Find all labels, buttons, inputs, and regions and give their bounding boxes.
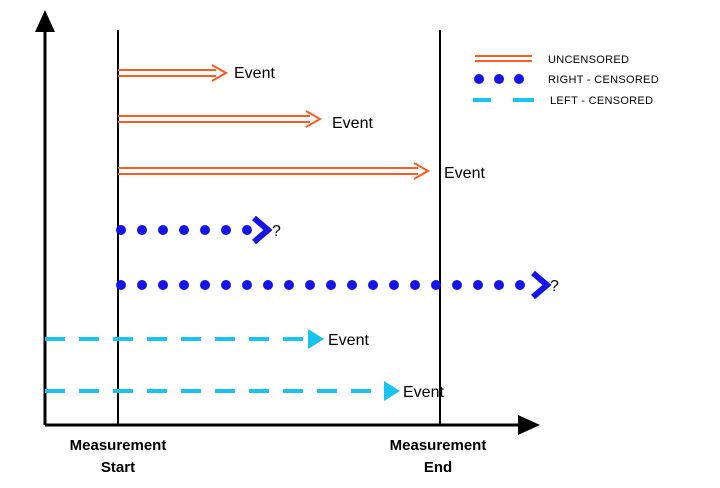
event-label: Event [403, 384, 444, 401]
right-censored-dot [158, 280, 168, 290]
event-label: Event [444, 165, 485, 182]
record-uncensored-3: Event [118, 162, 485, 182]
right-censored-dot [221, 225, 231, 235]
right-censored-dot [137, 225, 147, 235]
legend-uncensored-label: UNCENSORED [548, 54, 629, 66]
unknown-outcome-label: ? [550, 278, 559, 295]
open-arrowhead-icon [413, 162, 431, 180]
right-censored-dot [431, 280, 441, 290]
record-right-censored-2: ? [116, 270, 559, 300]
record-uncensored-2: Event [118, 110, 373, 132]
right-censored-dot [515, 280, 525, 290]
right-censored-dot [494, 280, 504, 290]
triangle-arrowhead-icon [384, 381, 400, 401]
measurement-start-label-line2: Start [101, 459, 135, 476]
triangle-arrowhead-icon [308, 329, 324, 349]
right-censored-dot [179, 225, 189, 235]
measurement-end-label-line2: End [424, 459, 452, 476]
legend-right-censored-dot [494, 74, 504, 84]
right-censored-dot [473, 280, 483, 290]
event-label: Event [332, 115, 373, 132]
right-censored-dot [410, 280, 420, 290]
chevron-arrowhead-icon [252, 215, 273, 245]
right-censored-dot [305, 280, 315, 290]
right-censored-dot [116, 225, 126, 235]
legend: UNCENSORED RIGHT - CENSORED LEFT - CENSO… [473, 54, 659, 107]
right-censored-dot [452, 280, 462, 290]
right-censored-dot [242, 280, 252, 290]
legend-left-censored-label: LEFT - CENSORED [550, 95, 653, 107]
measurement-start-label-line1: Measurement [70, 437, 167, 454]
right-censored-dot [284, 280, 294, 290]
legend-right-censored-label: RIGHT - CENSORED [548, 74, 659, 86]
chevron-arrowhead-icon [531, 270, 552, 300]
right-censored-dot [116, 280, 126, 290]
measurement-end-label-line1: Measurement [390, 437, 487, 454]
right-censored-dot [242, 225, 252, 235]
right-censored-dot [326, 280, 336, 290]
record-uncensored-1: Event [118, 64, 275, 82]
unknown-outcome-label: ? [272, 223, 281, 240]
right-censored-dot [389, 280, 399, 290]
open-arrowhead-icon [211, 64, 229, 82]
record-left-censored-2: Event [45, 381, 444, 401]
right-censored-dot [221, 280, 231, 290]
right-censored-dot [368, 280, 378, 290]
right-censored-dot [347, 280, 357, 290]
record-left-censored-1: Event [45, 329, 369, 349]
y-axis-arrowhead [35, 10, 55, 32]
right-censored-dot [263, 280, 273, 290]
legend-right-censored-dot [514, 74, 524, 84]
right-censored-dot [158, 225, 168, 235]
legend-right-censored-dot [474, 74, 484, 84]
event-label: Event [328, 332, 369, 349]
right-censored-dot [200, 225, 210, 235]
right-censored-dot [179, 280, 189, 290]
right-censored-dot [200, 280, 210, 290]
open-arrowhead-icon [305, 110, 323, 128]
right-censored-dot [137, 280, 147, 290]
event-label: Event [234, 65, 275, 82]
x-axis-arrowhead [518, 415, 540, 435]
record-right-censored-1: ? [116, 215, 281, 245]
